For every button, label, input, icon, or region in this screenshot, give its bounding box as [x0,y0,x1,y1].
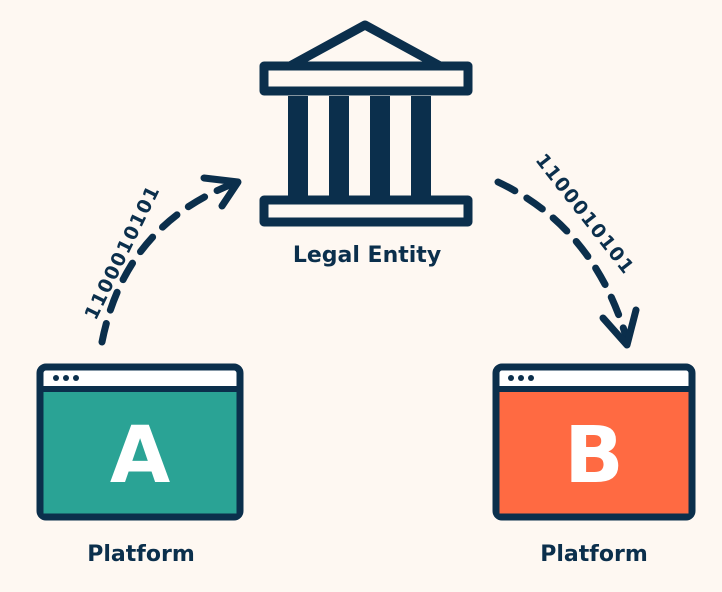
legal-entity-label: Legal Entity [293,243,441,268]
platform-b-label: Platform [540,542,648,567]
left-binary-label: 1100010101 [80,181,164,323]
building-base [259,195,473,227]
platform-a-label: Platform [87,542,195,567]
window-dot-icon [73,375,79,381]
window-dot-icon [528,375,534,381]
building-roof [285,20,445,71]
flow-arrow-right-path [494,178,631,344]
bank-building-icon [259,20,473,227]
window-dot-icon [508,375,514,381]
platform-a-window: A [36,363,244,521]
building-column [288,96,308,199]
arrow-head-icon [599,306,640,349]
platform-b-letter: B [564,411,623,501]
building-column [370,96,390,199]
window-dot-icon [63,375,69,381]
flow-arrow-right [494,178,640,349]
flow-arrow-left-path [98,179,239,346]
building-column [329,96,349,199]
building-column [411,96,431,199]
arrow-head-icon [200,174,242,210]
window-dot-icon [53,375,59,381]
window-content [43,392,237,514]
platform-a-letter: A [110,411,170,501]
window-dot-icon [518,375,524,381]
platform-b-window: B [492,363,696,521]
window-content [499,392,689,514]
right-binary-label: 1100010101 [531,150,639,280]
building-top-beam [259,61,473,96]
flow-arrow-left [98,174,242,346]
